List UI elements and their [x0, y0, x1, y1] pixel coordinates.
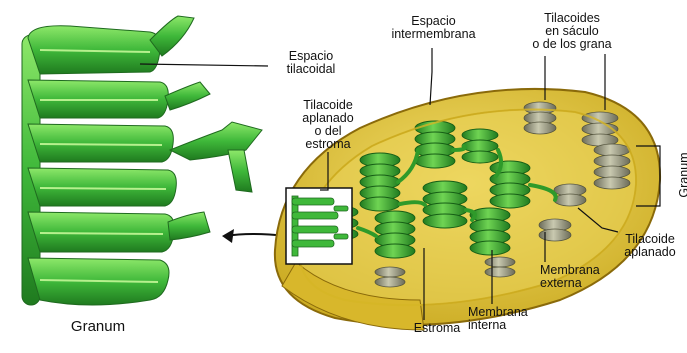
- label-membrana-externa: Membrana externa: [540, 264, 616, 290]
- label-tilacoide-aplanado: Tilacoide aplanado: [614, 233, 686, 259]
- label-estroma: Estroma: [402, 322, 472, 335]
- label-membrana-interna: Membrana interna: [468, 306, 544, 332]
- label-espacio-intermembrana: Espacio intermembrana: [386, 15, 481, 41]
- label-tilacoide-aplanado-estroma: Tilacoide aplanado o del estroma: [283, 99, 373, 151]
- label-tilacoides-saculo: Tilacoides en sáculo o de los grana: [520, 12, 624, 51]
- thylakoid-inset: [286, 188, 352, 264]
- granum-cross-section: [22, 16, 262, 305]
- label-granum-vertical: Granum: [677, 145, 687, 205]
- label-espacio-tilacoidal: Espacio tilacoidal: [272, 50, 350, 76]
- label-granum-caption: Granum: [58, 318, 138, 335]
